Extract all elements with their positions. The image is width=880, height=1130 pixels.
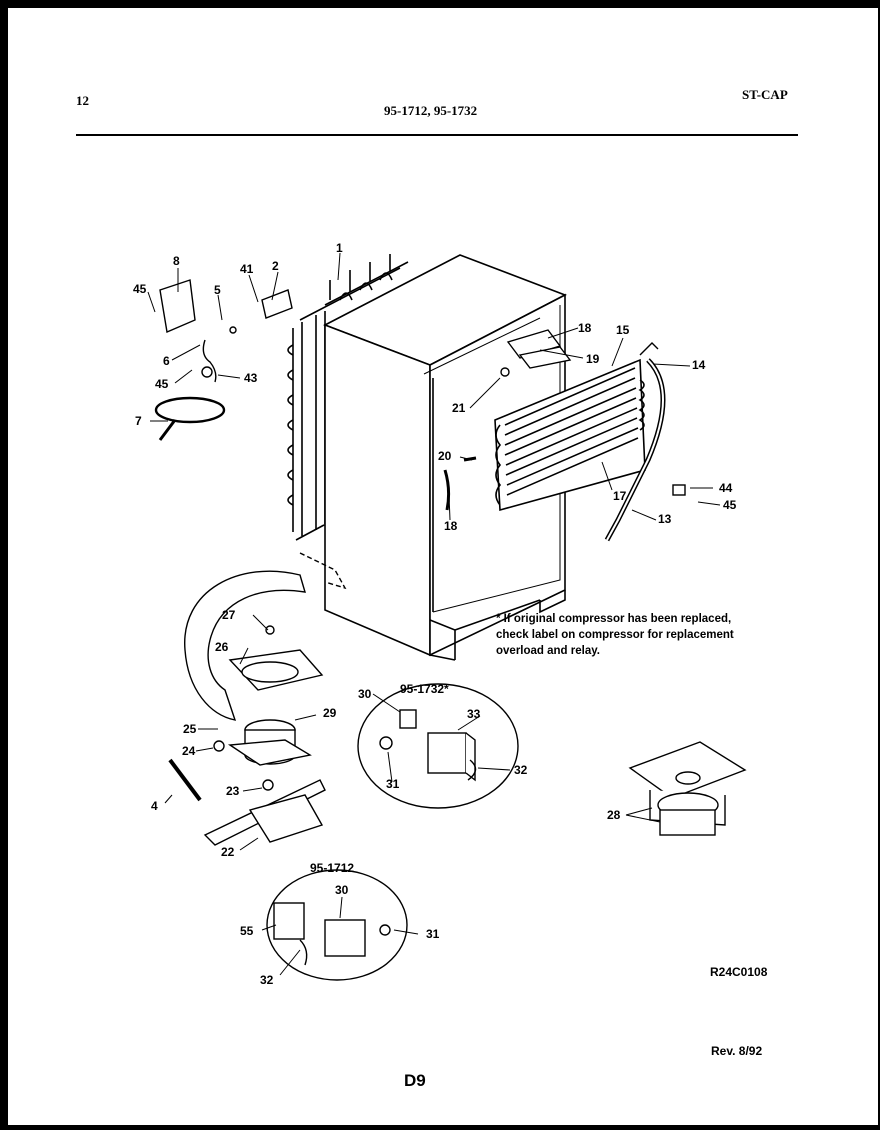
callout-30-upper: 30 bbox=[358, 687, 372, 701]
callout-20: 20 bbox=[438, 449, 452, 463]
callout-19: 19 bbox=[586, 352, 600, 366]
revision-date: Rev. 8/92 bbox=[711, 1044, 763, 1058]
dashed-arrow bbox=[299, 552, 347, 590]
callout-43: 43 bbox=[244, 371, 258, 385]
callout-7: 7 bbox=[135, 414, 142, 428]
callout-44: 44 bbox=[719, 481, 733, 495]
callout-32-upper: 32 bbox=[514, 763, 528, 777]
relay-inset-95-1732 bbox=[357, 683, 519, 809]
callout-26: 26 bbox=[215, 640, 229, 654]
callout-5: 5 bbox=[214, 283, 221, 297]
callout-45-right: 45 bbox=[723, 498, 737, 512]
relay-inset-95-1712 bbox=[266, 869, 408, 981]
condenser-coil bbox=[287, 254, 409, 541]
callout-45-mid: 45 bbox=[155, 377, 169, 391]
callout-31-lower: 31 bbox=[426, 927, 440, 941]
callout-17: 17 bbox=[613, 489, 627, 503]
assembly-arrow bbox=[184, 570, 306, 721]
callout-45-top: 45 bbox=[133, 282, 147, 296]
callout-8: 8 bbox=[173, 254, 180, 268]
compressor-replacement-note: * If original compressor has been replac… bbox=[496, 613, 734, 657]
callout-33: 33 bbox=[467, 707, 481, 721]
callout-32-lower: 32 bbox=[260, 973, 274, 987]
callout-41: 41 bbox=[240, 262, 254, 276]
drawing-reference: R24C0108 bbox=[710, 965, 768, 979]
model-numbers: 95-1712, 95-1732 bbox=[384, 103, 478, 118]
inset-label-95-1712: 95-1712 bbox=[310, 861, 355, 875]
callout-6: 6 bbox=[163, 354, 170, 368]
leader-lines bbox=[147, 252, 721, 976]
compressor-mount-28 bbox=[628, 741, 747, 836]
callout-18-top: 18 bbox=[578, 321, 592, 335]
page-code: D9 bbox=[404, 1071, 426, 1090]
callout-25: 25 bbox=[183, 722, 197, 736]
left-parts bbox=[154, 279, 293, 441]
callout-30-lower: 30 bbox=[335, 883, 349, 897]
callout-27: 27 bbox=[222, 608, 236, 622]
callout-4: 4 bbox=[151, 799, 158, 813]
callout-24: 24 bbox=[182, 744, 196, 758]
small-parts bbox=[443, 329, 686, 511]
callout-13: 13 bbox=[658, 512, 672, 526]
compressor-assembly bbox=[168, 625, 326, 846]
callout-31-upper: 31 bbox=[386, 777, 400, 791]
callout-15: 15 bbox=[616, 323, 630, 337]
callout-28: 28 bbox=[607, 808, 621, 822]
callout-14: 14 bbox=[692, 358, 706, 372]
callout-29: 29 bbox=[323, 706, 337, 720]
callout-55: 55 bbox=[240, 924, 254, 938]
callout-18-bottom: 18 bbox=[444, 519, 458, 533]
inset-label-95-1732: 95-1732* bbox=[400, 682, 449, 696]
callout-1: 1 bbox=[336, 241, 343, 255]
page-number: 12 bbox=[76, 93, 89, 108]
callout-22: 22 bbox=[221, 845, 235, 859]
section-code: ST-CAP bbox=[742, 87, 788, 102]
callout-21: 21 bbox=[452, 401, 466, 415]
callout-23: 23 bbox=[226, 784, 240, 798]
callout-2: 2 bbox=[272, 259, 279, 273]
